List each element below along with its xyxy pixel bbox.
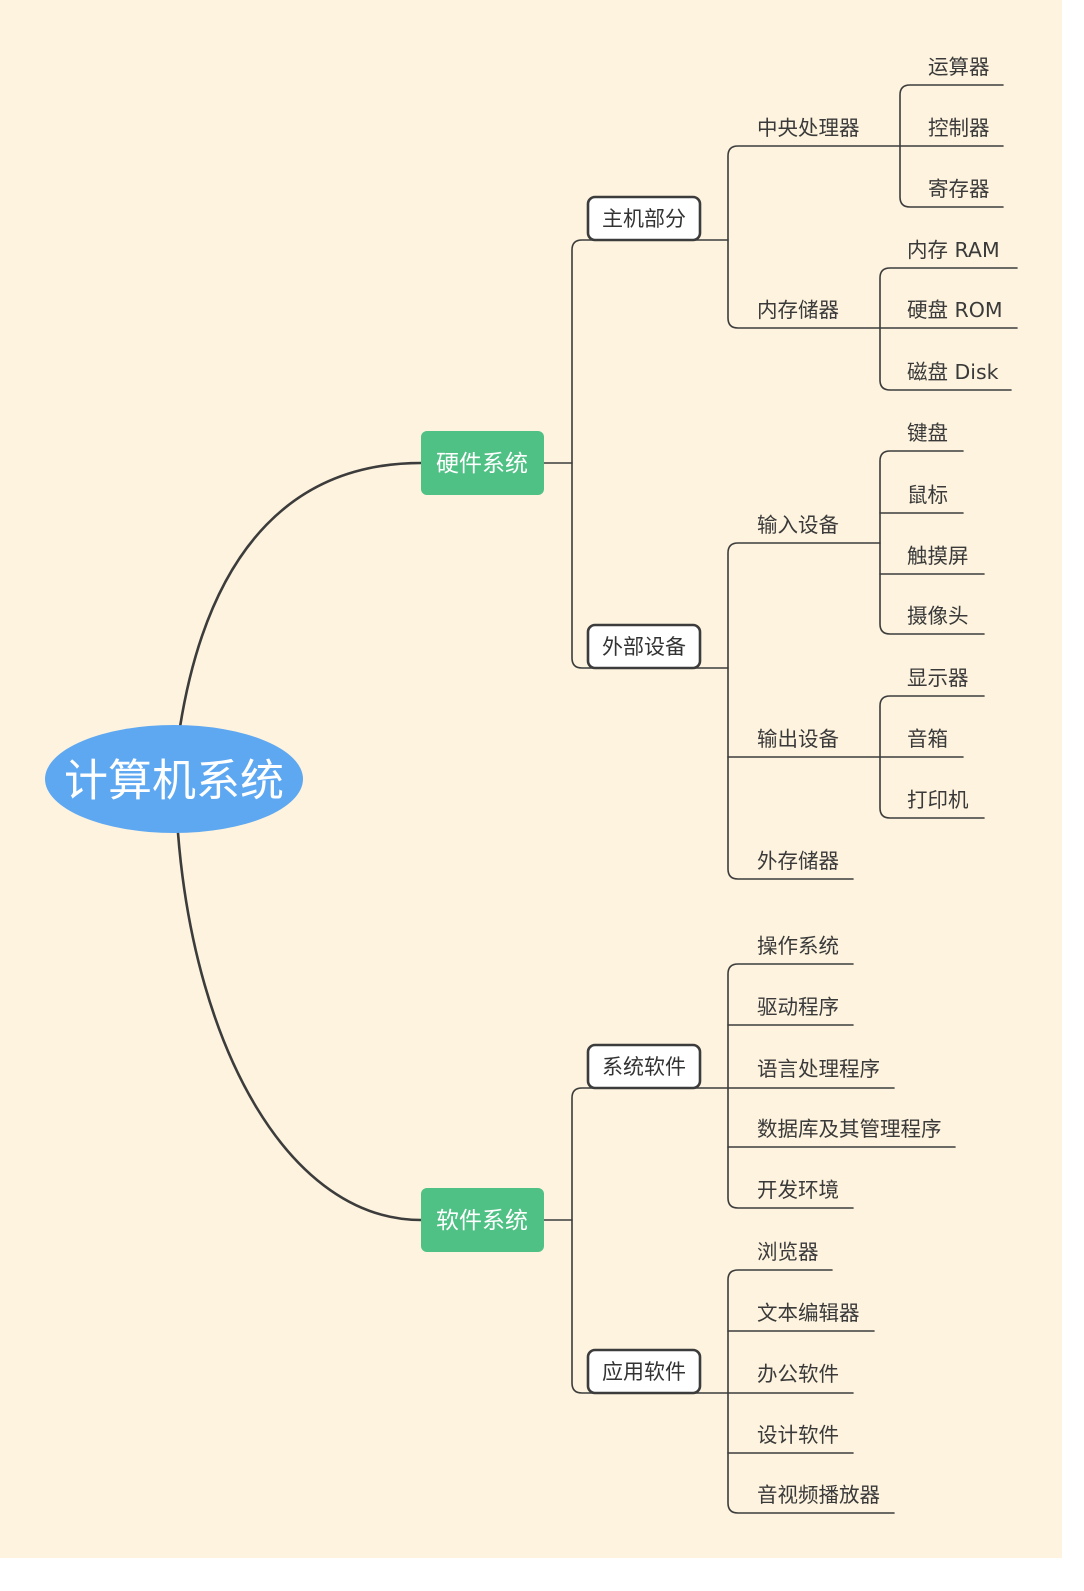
node-cpu-item: 运算器 [928,55,990,79]
node-external-storage: 外存储器 [757,849,839,873]
node-output-item: 音箱 [907,727,948,751]
node-peripherals-label: 外部设备 [602,635,686,659]
node-peripherals-box [586,623,702,670]
node-application-item: 音视频播放器 [757,1483,880,1507]
connector-main-unit-bracket [727,145,1018,329]
node-input-devices: 输入设备 [757,513,839,537]
node-input-item: 鼠标 [907,483,948,507]
connectors [176,84,1018,1514]
node-system-item: 数据库及其管理程序 [757,1117,942,1141]
node-system-item: 驱动程序 [757,995,839,1019]
node-cpu: 中央处理器 [757,116,860,140]
connector-software-bracket [571,1087,729,1394]
node-application-software-box [586,1348,702,1395]
node-application-item: 文本编辑器 [757,1301,860,1325]
node-memory-item: 磁盘 Disk [907,360,999,384]
software-leaves: 操作系统 驱动程序 语言处理程序 数据库及其管理程序 开发环境 浏览器 文本编辑… [757,934,942,1507]
node-cpu-item: 控制器 [928,116,990,140]
node-memory-item: 内存 RAM [907,238,1000,262]
connector-cpu-bracket [899,84,1004,208]
node-system-software-box [586,1043,702,1090]
node-system-software: 系统软件 [586,1043,702,1090]
node-input-item: 键盘 [907,421,948,445]
connector-input-bracket [879,450,985,635]
connector-peripherals-bracket [727,542,881,880]
branch-software-label: 软件系统 [436,1208,528,1234]
connector-system-bracket [727,963,854,1209]
node-system-item: 开发环境 [757,1178,839,1202]
node-memory: 内存储器 [757,298,839,322]
node-output-devices: 输出设备 [757,727,839,751]
node-application-item: 设计软件 [757,1423,839,1447]
hardware-leaves: 中央处理器 运算器 控制器 寄存器 内存储器 内存 RAM 硬盘 ROM 磁盘 … [757,55,1003,873]
connector-output-bracket [879,695,985,819]
branch-hardware-shape [421,431,544,495]
node-output-item: 显示器 [907,666,969,690]
root-node: 计算机系统 [45,725,303,833]
node-system-item: 语言处理程序 [757,1057,880,1081]
branch-hardware-label: 硬件系统 [436,451,528,477]
root-node-label: 计算机系统 [64,756,284,807]
connector-root-software [176,831,423,1222]
node-system-item: 操作系统 [757,934,839,958]
node-output-item: 打印机 [907,788,969,812]
connector-memory-bracket [879,267,1018,391]
branch-hardware: 硬件系统 [421,431,544,495]
node-application-item: 办公软件 [757,1362,839,1386]
connector-application-bracket [727,1269,895,1514]
branch-software-shape [421,1188,544,1252]
connector-root-hardware [178,461,423,729]
node-main-unit-box [586,195,702,242]
connector-hardware-bracket [571,239,729,669]
node-peripherals: 外部设备 [586,623,702,670]
node-cpu-item: 寄存器 [928,177,990,201]
node-system-software-label: 系统软件 [602,1055,686,1079]
node-application-software: 应用软件 [586,1348,702,1395]
node-application-software-label: 应用软件 [602,1360,686,1384]
node-main-unit: 主机部分 [586,195,702,242]
node-main-unit-label: 主机部分 [602,207,686,231]
branch-software: 软件系统 [421,1188,544,1252]
node-input-item: 摄像头 [907,604,969,628]
node-input-item: 触摸屏 [907,544,969,568]
root-node-shape [45,725,303,833]
node-application-item: 浏览器 [757,1240,819,1264]
node-memory-item: 硬盘 ROM [907,298,1003,322]
